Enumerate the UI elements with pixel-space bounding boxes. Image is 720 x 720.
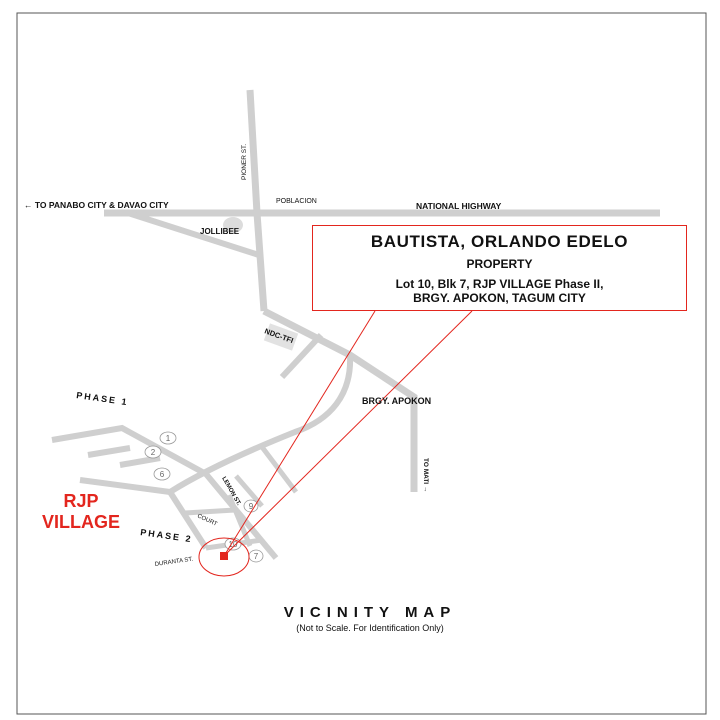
callout-leader-2 bbox=[223, 310, 473, 557]
village-label-line1: RJP bbox=[63, 491, 99, 511]
lot-markers: 1 2 6 9 10 7 bbox=[144, 431, 264, 563]
lot-marker-6 bbox=[153, 467, 171, 481]
road-phase1-loop bbox=[51, 424, 208, 477]
road-phase2-cross bbox=[184, 507, 236, 516]
label-to-maco: TO MATI → bbox=[422, 458, 429, 492]
property-target-circle bbox=[198, 537, 250, 577]
label-duranta-st: DURANTA ST. bbox=[154, 557, 193, 568]
ndc-tfi-block bbox=[263, 323, 299, 351]
lot-number-2: 2 bbox=[151, 448, 156, 457]
label-jollibee: JOLLIBEE bbox=[200, 227, 240, 236]
lot-number-9: 9 bbox=[249, 502, 254, 511]
road-lemon-st bbox=[203, 472, 279, 560]
road-to-apokon bbox=[262, 307, 418, 492]
lot-number-10: 10 bbox=[229, 540, 238, 549]
label-national-highway: NATIONAL HIGHWAY bbox=[416, 201, 502, 211]
road-network bbox=[51, 89, 660, 560]
map-border bbox=[16, 12, 707, 715]
village-label-line2: VILLAGE bbox=[41, 512, 120, 532]
road-phase1-a bbox=[87, 445, 131, 458]
map-title: VICINITY MAP bbox=[283, 604, 457, 621]
lot-number-1: 1 bbox=[166, 434, 171, 443]
road-east-spur bbox=[260, 445, 298, 494]
road-phase1-b bbox=[119, 455, 161, 468]
lot-marker-1 bbox=[159, 431, 177, 445]
label-poblacion: POBLACION bbox=[276, 198, 317, 205]
label-brgy-apokon: BRGY. APOKON bbox=[362, 396, 431, 406]
label-to-panabo: ← TO PANABO CITY & DAVAO CITY bbox=[24, 200, 169, 210]
road-jollibee-diagonal bbox=[127, 210, 263, 259]
label-phase2: PHASE 2 bbox=[140, 527, 193, 544]
road-phase1-c bbox=[79, 477, 171, 495]
lot-marker-2 bbox=[144, 445, 162, 459]
road-pioneer-st bbox=[246, 89, 268, 312]
property-owner-name: BAUTISTA, ORLANDO EDELO bbox=[370, 232, 629, 251]
callout-leader-1 bbox=[223, 310, 376, 557]
lot-number-6: 6 bbox=[160, 470, 165, 479]
label-court: COURT bbox=[196, 513, 218, 528]
property-label: PROPERTY bbox=[466, 257, 533, 271]
road-ndc-tfi bbox=[279, 332, 324, 380]
property-address: Lot 10, Blk 7, RJP VILLAGE Phase II, BRG… bbox=[313, 277, 686, 305]
property-callout-box: BAUTISTA, ORLANDO EDELO PROPERTY Lot 10,… bbox=[312, 225, 687, 311]
property-address-line2: BRGY. APOKON, TAGUM CITY bbox=[413, 291, 586, 305]
road-court bbox=[226, 494, 253, 547]
lot-number-7: 7 bbox=[254, 552, 259, 561]
village-label: RJP VILLAGE bbox=[26, 491, 136, 533]
property-address-line1: Lot 10, Blk 7, RJP VILLAGE Phase II, bbox=[395, 277, 604, 291]
property-location-marker bbox=[220, 552, 228, 560]
map-note: (Not to Scale. For Identification Only) bbox=[296, 623, 444, 633]
label-pioneer-st: PIONER ST. bbox=[241, 144, 248, 180]
jollibee-marker bbox=[223, 217, 243, 233]
label-phase1: PHASE 1 bbox=[76, 390, 129, 407]
road-phase2-left bbox=[167, 490, 209, 550]
